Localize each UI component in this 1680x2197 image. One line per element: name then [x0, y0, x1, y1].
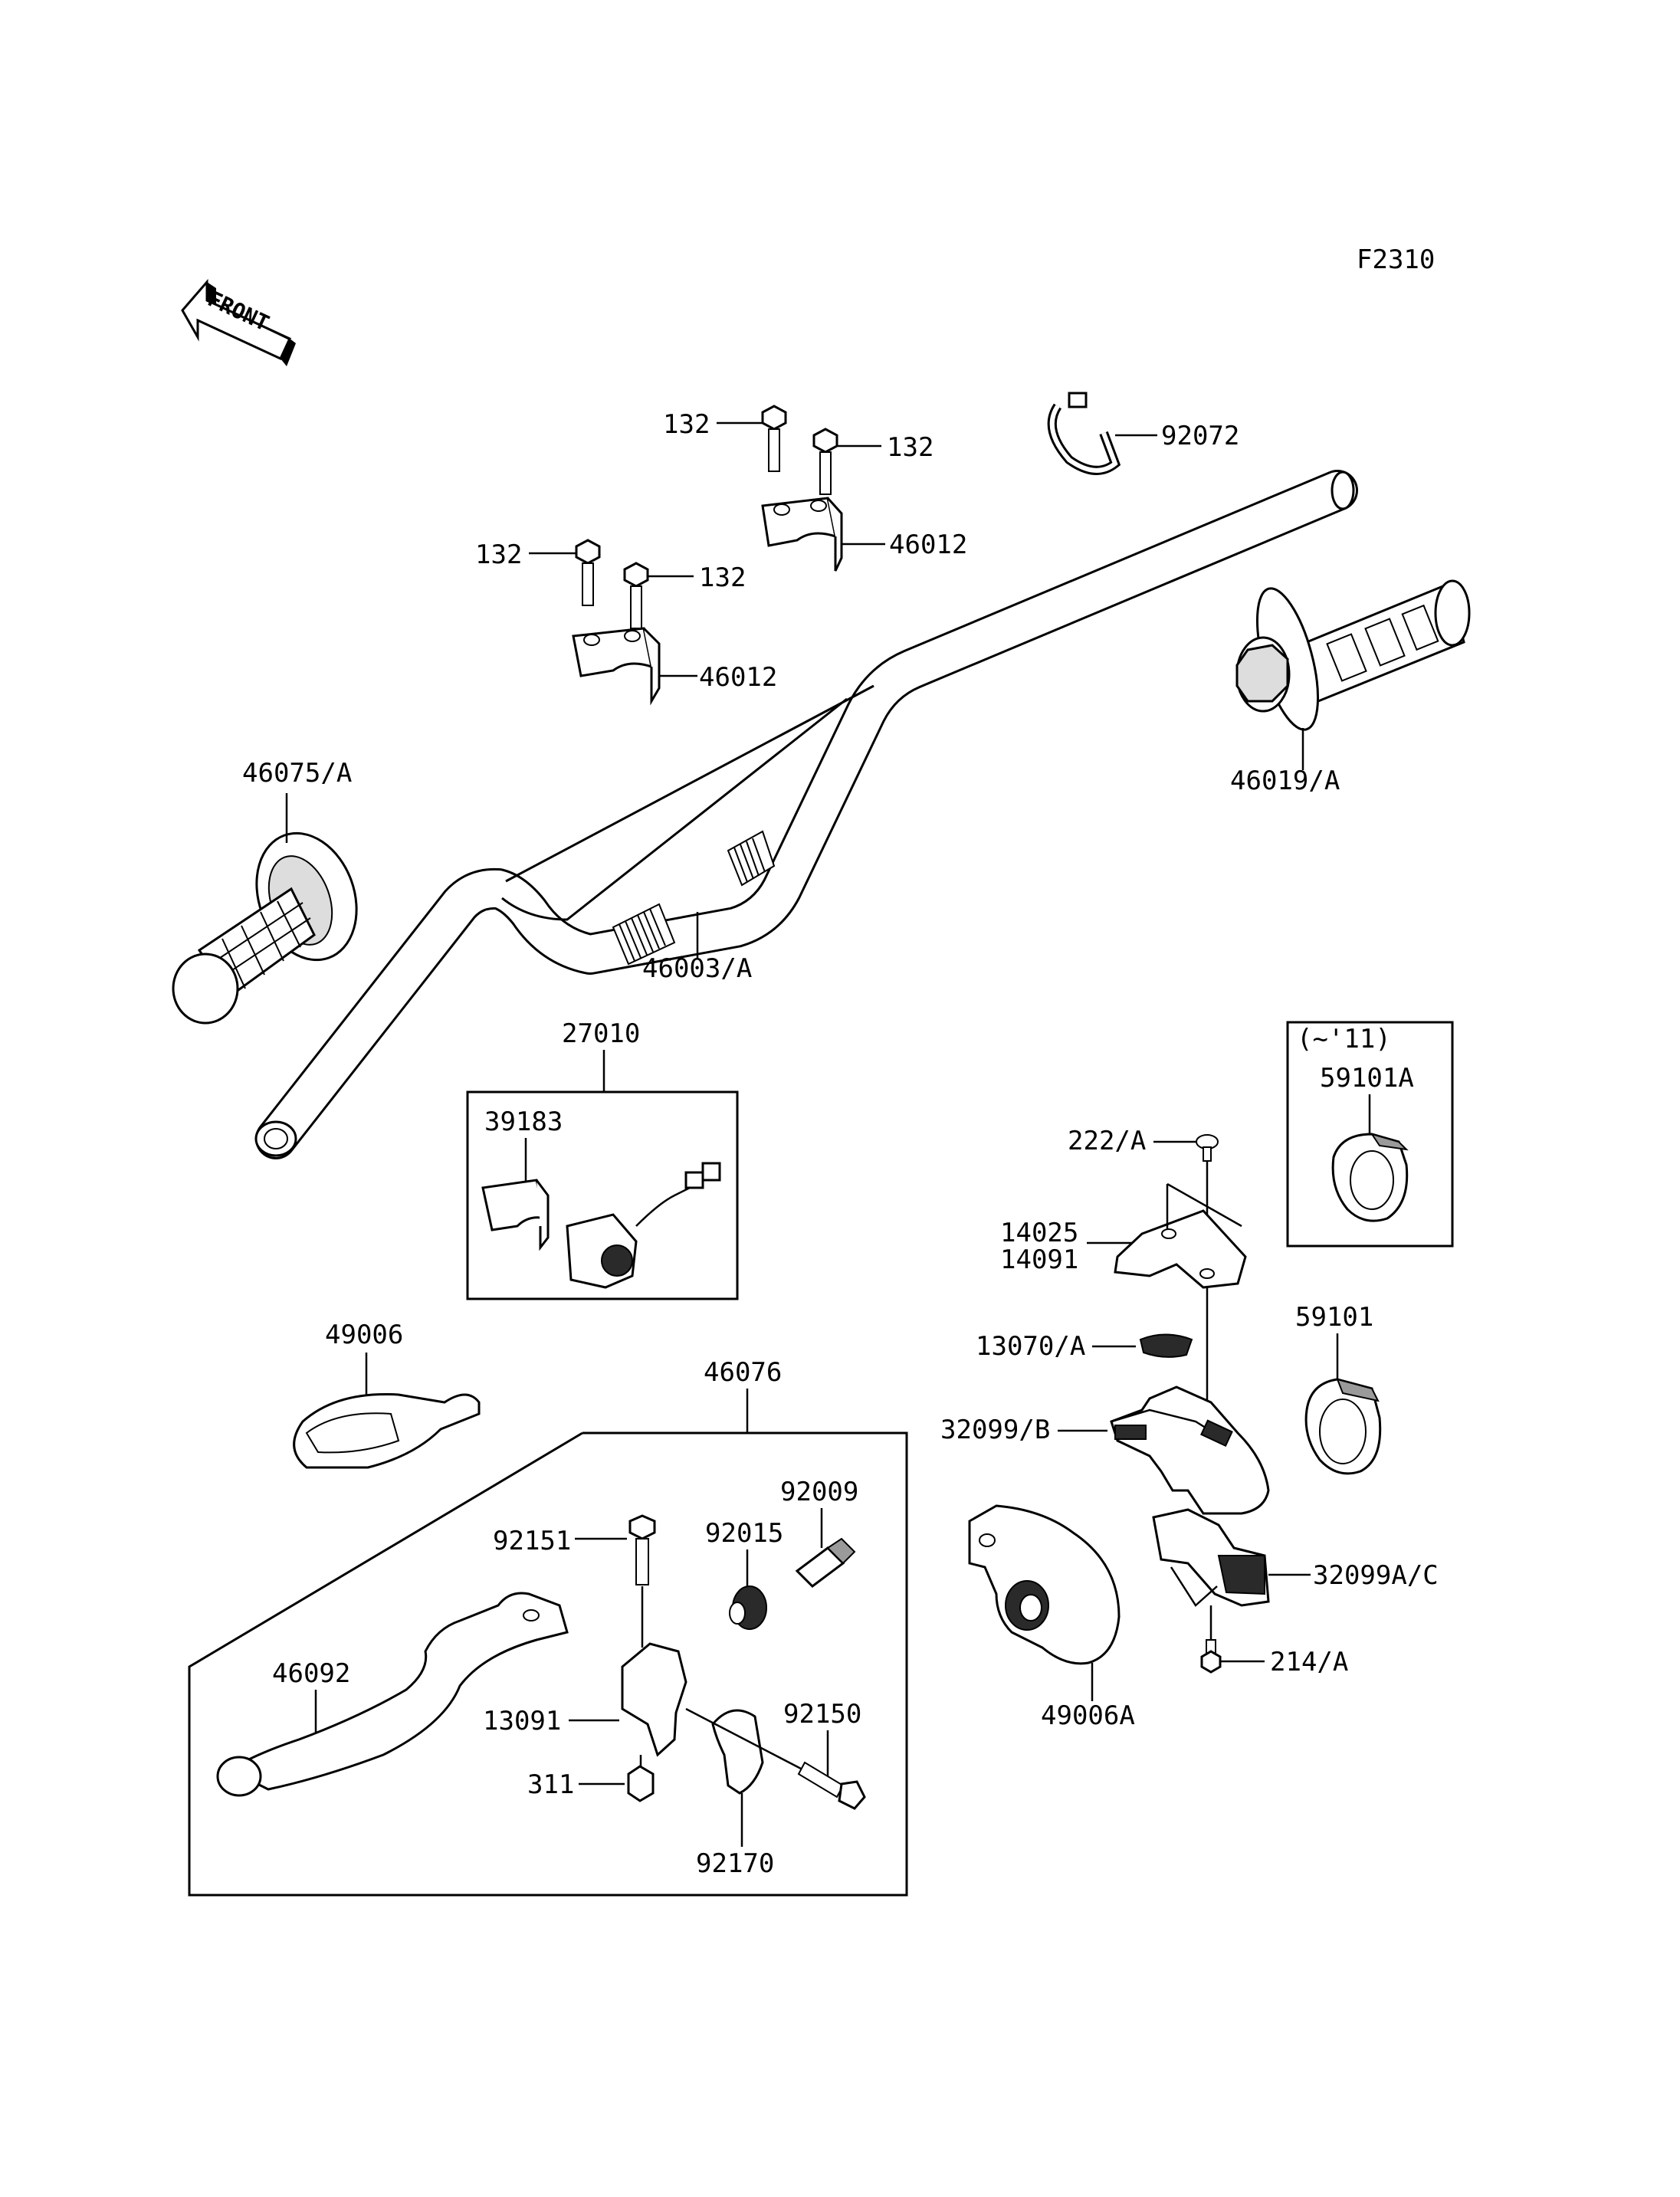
bolt-132-d: 132: [623, 562, 746, 629]
screw-222A: 222/A: [1068, 1126, 1219, 1264]
label-39183: 39183: [484, 1107, 563, 1137]
label-311: 311: [527, 1769, 574, 1800]
label-92072: 92072: [1161, 421, 1239, 451]
label-32099B: 32099/B: [940, 1415, 1050, 1445]
label-49006A: 49006A: [1041, 1700, 1135, 1731]
front-arrow-icon: FRONT: [181, 278, 296, 366]
bolt-132-a: 132: [663, 405, 787, 472]
label-46003A: 46003/A: [642, 953, 752, 984]
label-222A: 222/A: [1068, 1126, 1146, 1156]
ring-59101: 59101: [1295, 1302, 1382, 1475]
label-46075A: 46075/A: [242, 758, 352, 789]
bolt-132-c: 132: [475, 539, 601, 606]
handlebar-part: 46003/A: [254, 470, 1358, 1159]
cover-49006A: 49006A: [968, 1504, 1135, 1731]
model-note-box: (~'11) 59101A: [1286, 1021, 1454, 1248]
label-13070A: 13070/A: [976, 1331, 1085, 1362]
label-27010: 27010: [562, 1018, 640, 1049]
label-32099AC: 32099A/C: [1313, 1560, 1439, 1591]
housing-32099B: 32099/B: [940, 1385, 1270, 1515]
label-92015: 92015: [705, 1518, 783, 1549]
holder-46012-top: 46012: [761, 497, 967, 572]
cover-49006: 49006: [293, 1320, 481, 1469]
label-49006: 49006: [325, 1320, 403, 1350]
cover-14025-14091: 14025 14091: [1000, 1182, 1247, 1418]
label-46092: 46092: [272, 1658, 350, 1689]
label-46012-bottom: 46012: [699, 662, 777, 693]
label-132-c: 132: [475, 539, 522, 570]
label-132-b: 132: [887, 432, 934, 463]
label-132-d: 132: [699, 562, 746, 593]
label-13091: 13091: [483, 1706, 561, 1736]
clip-13070A: 13070/A: [976, 1331, 1193, 1362]
holder-46012-bottom: 46012: [572, 627, 777, 706]
label-132-a: 132: [663, 409, 710, 440]
bolt-132-b: 132: [812, 428, 934, 495]
label-46012-top: 46012: [889, 530, 967, 560]
label-59101: 59101: [1295, 1302, 1373, 1333]
label-46076: 46076: [704, 1357, 782, 1388]
label-92151: 92151: [493, 1526, 571, 1556]
label-59101A: 59101A: [1320, 1063, 1414, 1094]
model-note: (~'11): [1297, 1024, 1391, 1054]
screw-214A: 214/A: [1200, 1605, 1348, 1677]
label-14025: 14025: [1000, 1218, 1078, 1248]
lever-assembly-46076: 46076 92151 92015 92009 13091 311 92170: [188, 1357, 908, 1897]
label-214A: 214/A: [1270, 1647, 1348, 1677]
label-92009: 92009: [780, 1477, 858, 1507]
right-grip-part: 46019/A: [1230, 579, 1471, 796]
label-14091: 14091: [1000, 1244, 1078, 1275]
label-46019A: 46019/A: [1230, 766, 1340, 796]
cable-tie-part: 92072: [1047, 392, 1239, 475]
figure-code: F2310: [1357, 244, 1435, 275]
housing-32099AC: 32099A/C: [1152, 1508, 1439, 1607]
label-92150: 92150: [783, 1699, 861, 1730]
switch-assembly-27010: 27010 39183: [466, 1018, 739, 1300]
left-grip-part: 46075/A: [172, 758, 358, 1025]
label-92170: 92170: [696, 1848, 774, 1879]
